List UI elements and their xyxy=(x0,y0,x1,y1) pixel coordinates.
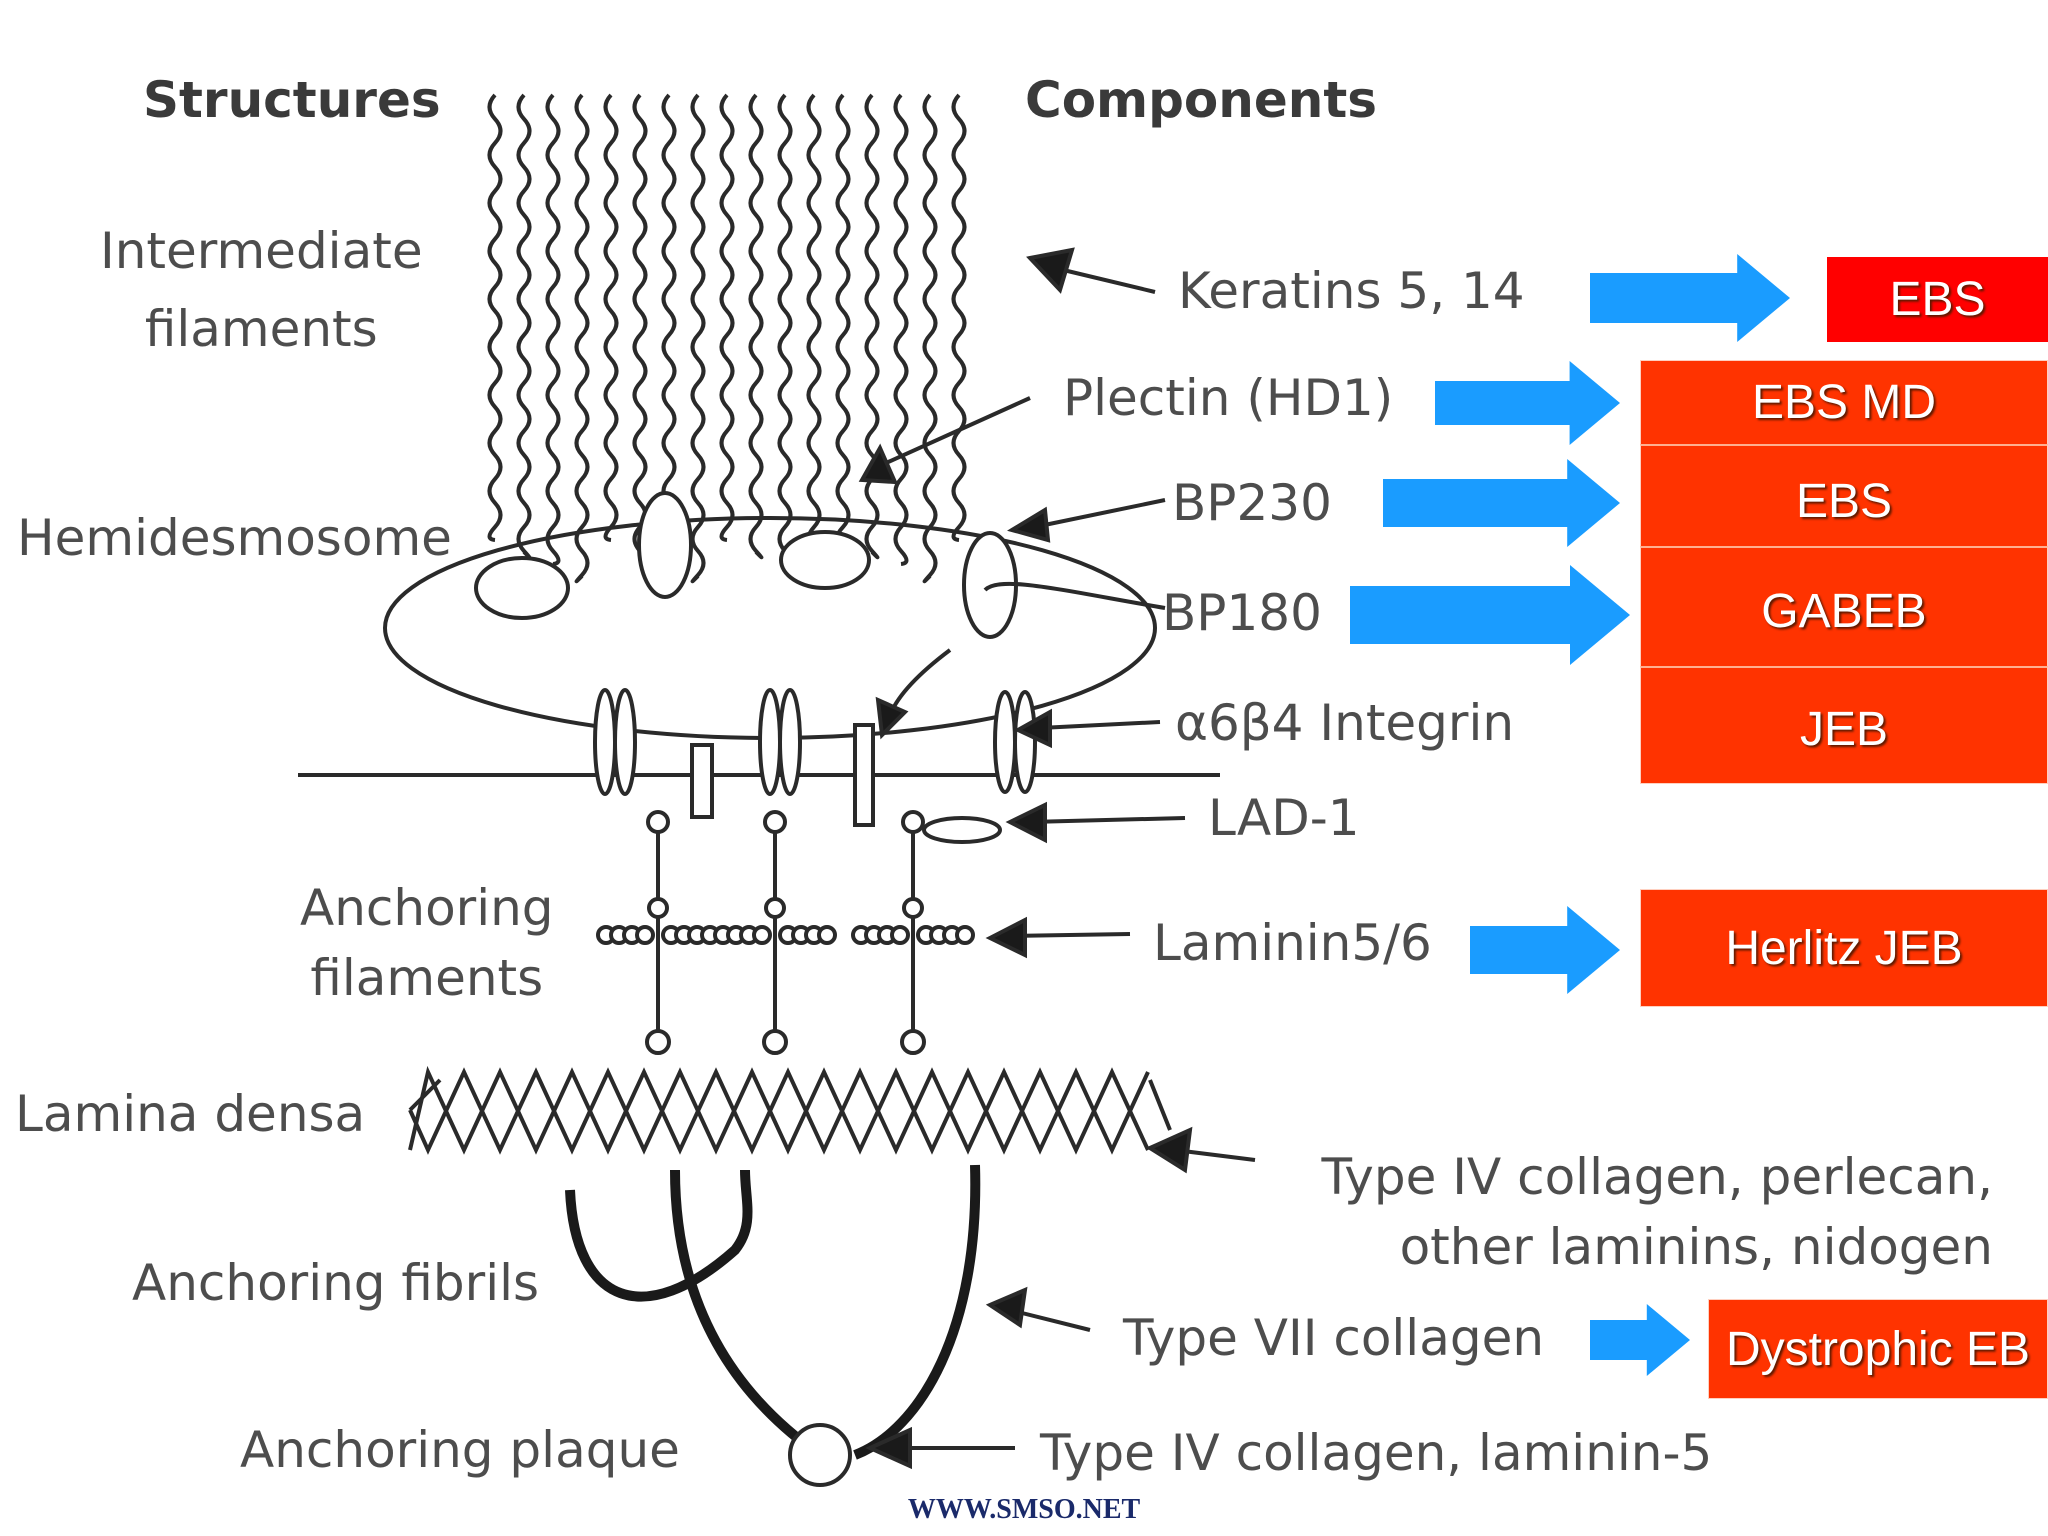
footer-watermark: WWW.SMSO.NET xyxy=(907,1494,1141,1525)
anchoring-filaments-label: Anchoring filaments xyxy=(300,879,554,1007)
components-heading: Components xyxy=(1025,71,1378,129)
disease-box-bp230: EBS xyxy=(1640,444,2048,546)
intermediate-filaments-label: Intermediate filaments xyxy=(100,222,423,358)
type7-collagen-label: Type VII collagen xyxy=(1123,1309,1545,1367)
disease-label-bp230: EBS xyxy=(1795,475,1893,528)
laminin-label: Laminin5/6 xyxy=(1153,914,1432,972)
lad1-label: LAD-1 xyxy=(1208,789,1360,847)
lamina-densa-label: Lamina densa xyxy=(15,1085,366,1143)
disease-box-plectin: EBS MD xyxy=(1640,360,2048,444)
disease-label-plectin: EBS MD xyxy=(1751,376,1937,429)
disease-label-bp180: GABEB xyxy=(1761,585,1927,638)
anchoring-fibril-shapes xyxy=(565,1164,981,1460)
keratins-label: Keratins 5, 14 xyxy=(1178,262,1525,320)
disease-box-integrin: JEB xyxy=(1640,666,2048,784)
pointer-arrows xyxy=(858,247,1256,1470)
lamina-densa-mesh xyxy=(408,1065,1172,1155)
anchoring-plaque-label: Anchoring plaque xyxy=(240,1421,680,1479)
plectin-label: Plectin (HD1) xyxy=(1063,369,1394,427)
anchoring-filament-shapes xyxy=(596,810,975,1055)
type4-collagen-perlecan-label: Type IV collagen, perlecan, other lamini… xyxy=(1321,1148,1993,1276)
disease-label-laminin: Herlitz JEB xyxy=(1725,921,1963,975)
integrin-label: α6β4 Integrin xyxy=(1175,694,1515,752)
structures-heading: Structures xyxy=(143,71,441,129)
integrin-shapes xyxy=(593,688,1037,844)
anchoring-plaque-shape xyxy=(788,1423,852,1487)
intermediate-filament-lines xyxy=(487,93,967,584)
disease-link-arrows xyxy=(1350,254,1790,1376)
bp230-label: BP230 xyxy=(1172,474,1332,532)
disease-label-keratins: EBS xyxy=(1889,273,1986,326)
hemidesmosome-label: Hemidesmosome xyxy=(17,509,452,567)
disease-box-keratins: EBS xyxy=(1827,257,2048,342)
disease-label-collagen7: Dystrophic EB xyxy=(1725,1322,2031,1376)
disease-box-collagen7: Dystrophic EB xyxy=(1708,1299,2048,1399)
disease-box-laminin: Herlitz JEB xyxy=(1640,889,2048,1007)
type4-collagen-laminin5-label: Type IV collagen, laminin-5 xyxy=(1040,1424,1713,1482)
bp180-label: BP180 xyxy=(1162,584,1322,642)
anchoring-fibrils-label: Anchoring fibrils xyxy=(132,1254,540,1312)
disease-label-integrin: JEB xyxy=(1799,703,1889,756)
disease-box-bp180: GABEB xyxy=(1640,546,2048,666)
